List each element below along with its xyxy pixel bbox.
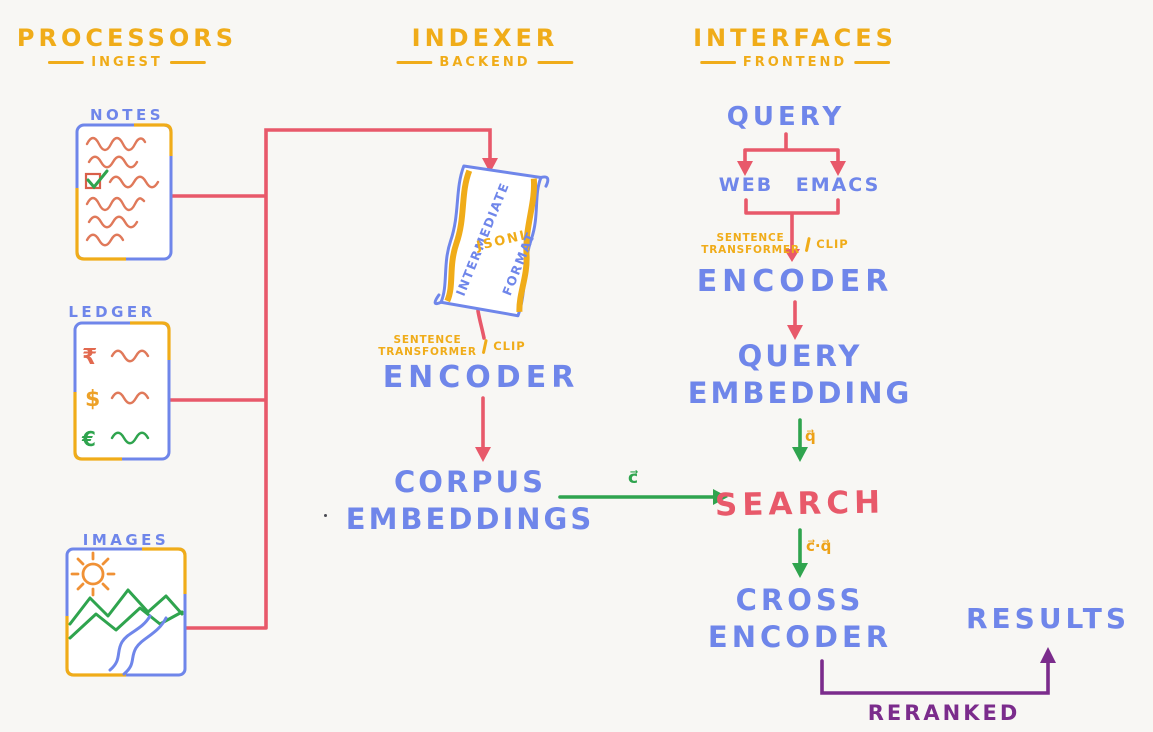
corpus-line2: EMBEDDINGS	[345, 502, 595, 536]
jsonl-scroll: INTERMEDIATE JSONL FORMAT	[433, 164, 550, 318]
corpus-vector-label: c⃗	[628, 468, 639, 488]
stray-dot	[324, 514, 327, 517]
subtitle-dash-icon	[396, 61, 433, 64]
transformer-text: TRANSFORMER	[378, 346, 477, 358]
ledger-scribble-line	[110, 349, 150, 363]
indexer-sentence-transformer-label: SENTENCE TRANSFORMER CLIP	[378, 334, 525, 358]
interfaces-subtitle-row: FRONTEND	[699, 55, 891, 70]
red-connector-lines	[168, 128, 840, 630]
red-arrowheads	[475, 158, 846, 462]
processors-header: PROCESSORS INGEST	[17, 24, 237, 70]
dollar-symbol: $	[85, 387, 100, 412]
green-vector-lines	[558, 418, 802, 568]
clip-text: CLIP	[816, 237, 849, 251]
indexer-header: INDEXER BACKEND	[396, 24, 574, 70]
interfaces-sentence-transformer-label: SENTENCE TRANSFORMER CLIP	[701, 232, 848, 256]
sentence-text: SENTENCE	[716, 232, 785, 244]
subtitle-dash-icon	[169, 61, 206, 64]
scroll-gold-edge	[516, 178, 538, 313]
card-gold-accent	[134, 123, 173, 156]
euro-symbol: €	[81, 427, 96, 451]
images-label: IMAGES	[82, 531, 170, 549]
interfaces-encoder-label: ENCODER	[696, 264, 894, 299]
emacs-label: EMACS	[795, 174, 881, 196]
corpus-line1: CORPUS	[394, 465, 546, 499]
query-vector-label: q⃗	[805, 427, 816, 445]
corpus-embeddings-label: CORPUS EMBEDDINGS	[346, 464, 594, 538]
ledger-scribble-line	[110, 391, 150, 405]
scroll-gold-edge	[444, 169, 473, 303]
green-arrowheads	[713, 447, 808, 578]
notes-card	[75, 123, 173, 261]
reranked-label: RERANKED	[867, 701, 1021, 725]
indexer-subtitle-row: BACKEND	[396, 55, 574, 70]
results-label: RESULTS	[965, 602, 1131, 635]
notes-scribble-lines	[85, 136, 160, 247]
clip-text: CLIP	[493, 339, 526, 353]
images-card	[65, 547, 187, 677]
card-gold-accent	[142, 547, 187, 594]
checkmark-icon	[86, 169, 109, 190]
ledger-scribble-line	[110, 431, 150, 445]
transformer-text: TRANSFORMER	[701, 244, 800, 256]
sentence-transformer-stack: SENTENCE TRANSFORMER	[378, 334, 476, 358]
card-gold-accent	[65, 616, 126, 677]
indexer-encoder-label: ENCODER	[382, 360, 580, 395]
card-gold-accent	[75, 188, 126, 261]
query-split-line	[743, 132, 840, 165]
notes-label: NOTES	[89, 106, 165, 124]
query-label: QUERY	[726, 102, 846, 132]
subtitle-dash-icon	[537, 61, 574, 64]
ledger-label: LEDGER	[68, 303, 156, 321]
clients-join-line	[744, 198, 840, 254]
subtitle-dash-icon	[699, 61, 736, 64]
river-sketch	[108, 614, 168, 676]
query-embedding-label: QUERY EMBEDDING	[688, 338, 913, 412]
interfaces-title: INTERFACES	[693, 24, 897, 52]
search-vector-label: c⃗·q⃗	[806, 537, 832, 555]
sun-icon	[70, 551, 116, 597]
query-embedding-line1: QUERY	[737, 339, 863, 373]
subtitle-dash-icon	[854, 61, 891, 64]
cross-encoder-line2: ENCODER	[707, 620, 893, 654]
ingest-trunk-line	[168, 128, 492, 630]
indexer-title: INDEXER	[411, 24, 559, 52]
label-divider	[805, 236, 811, 252]
processors-title: PROCESSORS	[16, 24, 238, 52]
interfaces-subtitle: FRONTEND	[742, 55, 848, 70]
card-gold-accent	[130, 321, 171, 360]
card-gold-accent	[73, 392, 122, 461]
sentence-transformer-stack: SENTENCE TRANSFORMER	[701, 232, 799, 256]
cross-encoder-line1: CROSS	[735, 583, 865, 617]
indexer-subtitle: BACKEND	[439, 55, 531, 70]
scroll-to-encoder-line	[476, 309, 486, 340]
sentence-text: SENTENCE	[393, 334, 462, 346]
search-label: SEARCH	[714, 484, 886, 524]
subtitle-dash-icon	[48, 61, 85, 64]
web-label: WEB	[718, 174, 774, 196]
query-embedding-line2: EMBEDDING	[687, 376, 913, 410]
processors-subtitle-row: INGEST	[48, 55, 206, 70]
scroll-curl	[433, 175, 550, 306]
label-divider	[482, 338, 488, 354]
interfaces-header: INTERFACES FRONTEND	[693, 24, 897, 70]
ledger-card: ₹ $ €	[73, 321, 171, 461]
processors-subtitle: INGEST	[91, 55, 163, 70]
rupee-symbol: ₹	[82, 345, 97, 370]
cross-encoder-label: CROSS ENCODER	[708, 582, 892, 656]
purple-rerank-connector	[820, 647, 1056, 695]
